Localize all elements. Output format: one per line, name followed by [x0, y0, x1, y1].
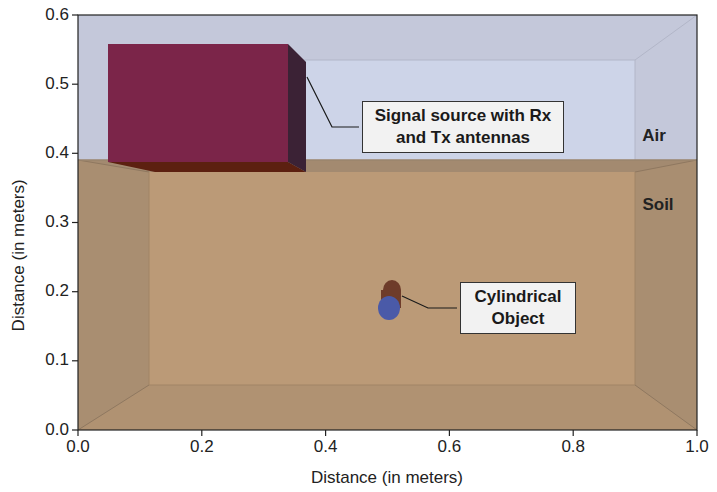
tick-label: 0.8: [561, 438, 585, 457]
axis-title: Distance (in meters): [311, 469, 463, 488]
tick-label: 0.2: [190, 438, 214, 457]
tick-label: 0.6: [438, 438, 462, 457]
callout-text: Cylindrical Object: [466, 286, 570, 330]
tick-label: 0.2: [45, 282, 69, 301]
leader-line: [402, 296, 457, 308]
tick-label: 1.0: [685, 438, 709, 457]
tick-label: 0.5: [45, 75, 69, 94]
signal-source-box: [108, 44, 306, 172]
tick-label: 0.0: [45, 421, 69, 440]
leader-line: [307, 77, 359, 127]
region-label: Soil: [642, 196, 673, 215]
soil-back-wall: [149, 172, 635, 385]
tick-marks: [72, 15, 697, 436]
tick-label: 0.3: [45, 213, 69, 232]
tick-label: 0.4: [314, 438, 338, 457]
air-back-wall: [300, 60, 635, 160]
callout-box: Signal source with Rx and Tx antennas: [362, 101, 564, 153]
axes-frame: [78, 15, 697, 430]
callout-box: Cylindrical Object: [460, 282, 576, 334]
tick-label: 0.6: [45, 6, 69, 25]
tick-label: 0.0: [66, 438, 90, 457]
tick-label: 0.4: [45, 144, 69, 163]
cylindrical-object: [378, 280, 401, 320]
callout-text: Signal source with Rx and Tx antennas: [368, 105, 558, 149]
soil-region: [78, 160, 697, 430]
region-label: Air: [642, 127, 666, 146]
axis-title: Distance (in meters): [10, 179, 29, 331]
tick-label: 0.1: [45, 351, 69, 370]
